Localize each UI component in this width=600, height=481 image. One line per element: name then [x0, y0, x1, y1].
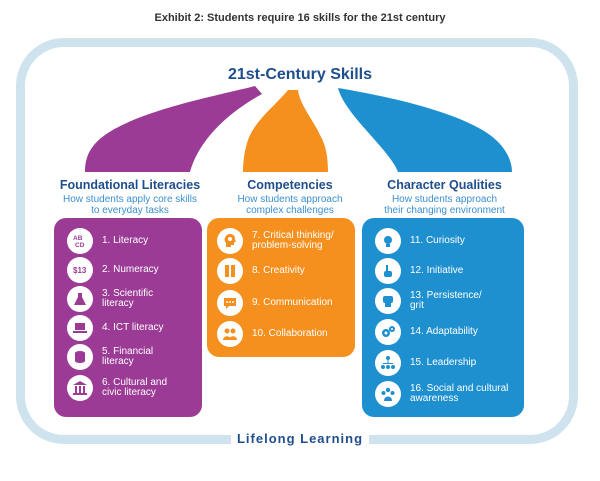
- group-icon: [375, 381, 401, 407]
- list-item: 11. Curiosity: [375, 228, 465, 254]
- skill-label: 13. Persistence/grit: [410, 289, 482, 311]
- fist-icon: [375, 288, 401, 314]
- character-subtitle-line2: their changing environment: [384, 205, 505, 216]
- flask-icon: [67, 286, 93, 312]
- character-qualities-panel: 11. Curiosity 12. Initiative 13. Persist…: [362, 218, 524, 417]
- skill-label: 11. Curiosity: [410, 234, 465, 246]
- exhibit-title: Exhibit 2: Students require 16 skills fo…: [154, 12, 446, 24]
- competencies-subtitle: How students approach complex challenges: [200, 194, 380, 216]
- list-item: 7. Critical thinking/problem-solving: [217, 228, 334, 254]
- list-item: 12. Initiative: [375, 258, 463, 284]
- foundational-title: Foundational Literacies: [59, 178, 201, 192]
- skill-label: 15. Leadership: [410, 356, 477, 368]
- main-title: 21st-Century Skills: [227, 66, 373, 83]
- lifelong-learning-text: Lifelong Learning: [230, 431, 370, 446]
- lifelong-learning-label: Lifelong Learning: [0, 431, 600, 446]
- svg-text:AB: AB: [73, 235, 83, 242]
- foundational-subtitle: How students apply core skills to everyd…: [30, 194, 230, 216]
- skill-label: 10. Collaboration: [252, 327, 328, 339]
- skill-label: 4. ICT literacy: [102, 321, 164, 333]
- speech-bubble-icon: [217, 290, 243, 316]
- list-item: $13 2. Numeracy: [67, 257, 159, 283]
- competencies-title: Competencies: [247, 178, 333, 192]
- skill-label: 7. Critical thinking/problem-solving: [252, 229, 334, 251]
- svg-text:CD: CD: [75, 242, 85, 249]
- columns-icon: [67, 375, 93, 401]
- list-item: 8. Creativity: [217, 258, 305, 284]
- hand-icon: [375, 258, 401, 284]
- skill-label: 14. Adaptability: [410, 325, 478, 337]
- pencil-ruler-icon: [217, 258, 243, 284]
- skill-label: 2. Numeracy: [102, 263, 159, 275]
- skill-label: 12. Initiative: [410, 264, 464, 276]
- list-item: 13. Persistence/grit: [375, 288, 482, 314]
- list-item: 14. Adaptability: [375, 319, 478, 345]
- hierarchy-icon: [375, 350, 401, 376]
- list-item: 10. Collaboration: [217, 321, 328, 347]
- lightbulb-icon: [375, 228, 401, 254]
- competencies-subtitle-line1: How students approach: [237, 194, 343, 205]
- blue-flow-shape: [338, 88, 512, 172]
- character-subtitle-line1: How students approach: [391, 194, 498, 205]
- competencies-panel: 7. Critical thinking/problem-solving 8. …: [207, 218, 355, 357]
- foundational-subtitle-line2: to everyday tasks: [91, 205, 169, 216]
- coins-icon: [67, 344, 93, 370]
- skill-label: 8. Creativity: [252, 264, 305, 276]
- foundational-subtitle-line1: How students apply core skills: [63, 194, 197, 205]
- people-icon: [217, 321, 243, 347]
- character-subtitle: How students approach their changing env…: [352, 194, 537, 216]
- numbers-icon: $13: [67, 257, 93, 283]
- orange-flow-shape: [243, 90, 328, 172]
- character-title: Character Qualities: [387, 178, 502, 192]
- list-item: 4. ICT literacy: [67, 315, 164, 341]
- competencies-subtitle-line2: complex challenges: [246, 205, 334, 216]
- list-item: 9. Communication: [217, 290, 333, 316]
- gears-icon: [375, 319, 401, 345]
- purple-flow-shape: [85, 86, 262, 172]
- skill-label: 1. Literacy: [102, 234, 149, 246]
- skill-label: 9. Communication: [252, 296, 333, 308]
- laptop-icon: [67, 315, 93, 341]
- head-gear-icon: [217, 228, 243, 254]
- svg-text:$13: $13: [73, 266, 87, 275]
- list-item: 15. Leadership: [375, 350, 476, 376]
